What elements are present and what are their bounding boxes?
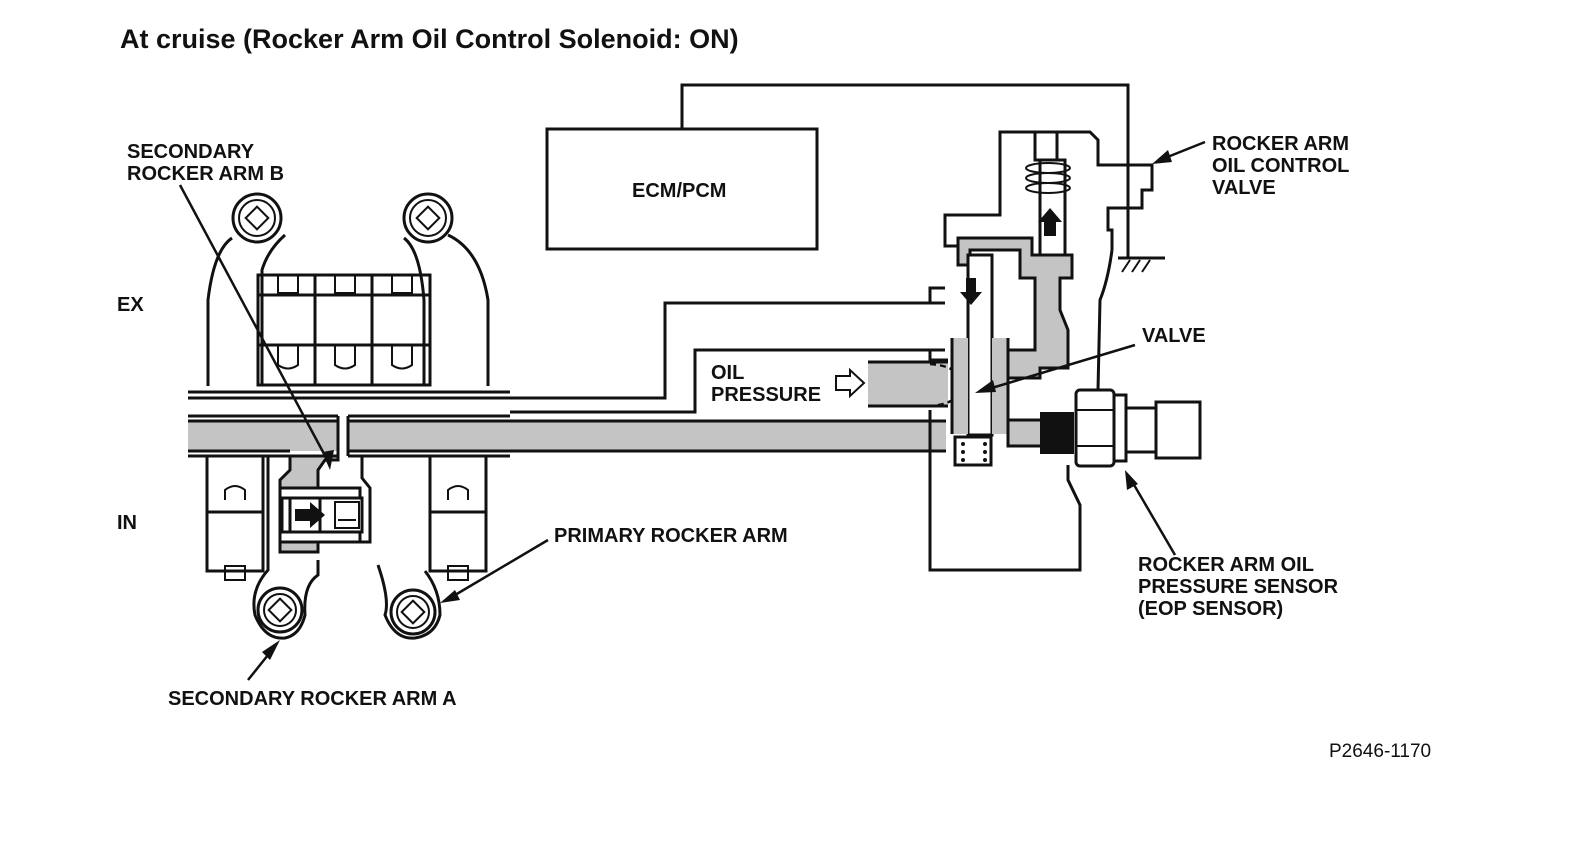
oil-line-lower <box>510 348 945 414</box>
diagram-title: At cruise (Rocker Arm Oil Control Soleno… <box>120 24 739 54</box>
oil-control-valve-body <box>928 130 1165 572</box>
label-in: IN <box>117 512 137 534</box>
sensor-thread <box>1040 412 1074 454</box>
label-oil-pressure: OIL PRESSURE <box>711 362 822 406</box>
rocker-shaft <box>188 390 946 458</box>
eop-sensor <box>1074 388 1202 468</box>
solenoid-up-arrow-icon <box>1038 208 1062 236</box>
leader-lines <box>178 140 1206 681</box>
ecm-wire <box>680 83 1130 165</box>
figure-number: P2646-1170 <box>1329 741 1432 762</box>
exhaust-rocker-assembly <box>206 192 490 387</box>
piston-arrow-icon <box>295 502 325 528</box>
label-rocker-arm-oil-control-valve: ROCKER ARM OIL CONTROL VALVE <box>1212 133 1350 199</box>
label-ex: EX <box>117 294 144 316</box>
oil-pressure-arrow-icon <box>835 367 866 399</box>
label-primary-rocker-arm: PRIMARY ROCKER ARM <box>554 525 788 547</box>
valve-down-arrow-icon <box>960 278 982 305</box>
label-rocker-arm-oil-pressure-sensor: ROCKER ARM OIL PRESSURE SENSOR (EOP SENS… <box>1138 554 1339 620</box>
label-valve: VALVE <box>1142 325 1206 347</box>
label-ecm-pcm: ECM/PCM <box>632 180 727 202</box>
oil-pressure-inlet <box>868 362 948 406</box>
intake-rocker-assembly <box>205 454 488 640</box>
label-secondary-rocker-arm-b: SECONDARY ROCKER ARM B <box>127 141 285 185</box>
label-secondary-rocker-arm-a: SECONDARY ROCKER ARM A <box>168 688 457 710</box>
oil-line-upper <box>510 301 945 400</box>
